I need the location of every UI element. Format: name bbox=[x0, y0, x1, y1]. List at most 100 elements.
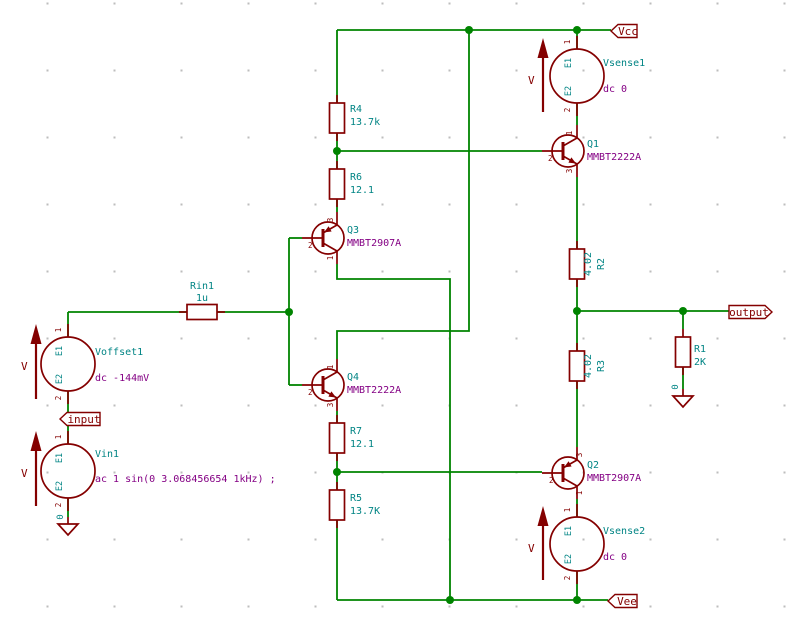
ground-r1[interactable]: 0 bbox=[671, 384, 695, 409]
global-label-vee[interactable]: Vee bbox=[606, 593, 638, 609]
resistor-body bbox=[568, 248, 586, 280]
ref: Vsense1 bbox=[603, 58, 645, 69]
source-body bbox=[40, 336, 96, 392]
value: dc 0 bbox=[603, 84, 627, 95]
ref: R1 bbox=[694, 344, 706, 355]
source-body bbox=[549, 48, 605, 104]
ground-vin1[interactable]: 0 bbox=[56, 514, 80, 537]
value: ac 1 sin(0 3.068456654 1kHz) ; bbox=[95, 474, 276, 485]
label-outline bbox=[728, 304, 774, 320]
voltage-probe-arrow: V bbox=[528, 506, 549, 580]
ref: R2 bbox=[596, 258, 607, 270]
ref: R4 bbox=[350, 104, 362, 115]
pin-number: 1 bbox=[563, 40, 572, 45]
ground-icon bbox=[56, 523, 80, 537]
probe-label: V bbox=[528, 542, 535, 555]
vsource-vin1[interactable]: E1 E2 1 2 Vin1 ac 1 sin(0 3.068456654 1k… bbox=[21, 431, 276, 511]
junction bbox=[573, 307, 581, 315]
resistor-rin1[interactable]: Rin1 1u bbox=[179, 281, 225, 321]
probe-label: V bbox=[528, 74, 535, 87]
label-outline bbox=[609, 23, 638, 39]
transistor-q2[interactable]: 3 2 1 Q2 MMBT2907A bbox=[542, 447, 641, 499]
resistor-r3[interactable]: 4.02 R3 bbox=[568, 343, 608, 389]
ground-net-label: 0 bbox=[56, 514, 66, 519]
resistor-body bbox=[328, 102, 346, 134]
junction bbox=[333, 147, 341, 155]
vsource-vsense2[interactable]: E1 E2 1 2 Vsense2 dc 0 V bbox=[528, 504, 645, 584]
junction bbox=[679, 307, 687, 315]
ref: R6 bbox=[350, 172, 362, 183]
ref: R3 bbox=[596, 360, 607, 372]
global-label-output[interactable]: output bbox=[728, 304, 774, 320]
resistor-body bbox=[328, 168, 346, 200]
value: dc 0 bbox=[603, 552, 627, 563]
ref: Q3 bbox=[347, 225, 359, 236]
pin-name: E1 bbox=[55, 346, 65, 356]
junction-dots bbox=[285, 26, 687, 604]
collector-pin bbox=[562, 477, 578, 499]
value: 4.02 bbox=[583, 252, 594, 276]
pin-number: 1 bbox=[54, 435, 63, 440]
global-label-input[interactable]: input bbox=[58, 411, 101, 427]
pnp-arrow bbox=[324, 226, 332, 233]
pin-number: 1 bbox=[54, 328, 63, 333]
resistor-r1[interactable]: R1 2K bbox=[674, 329, 707, 375]
value: 4.02 bbox=[583, 354, 594, 378]
emitter-pin bbox=[322, 389, 338, 411]
ref: Q2 bbox=[587, 460, 599, 471]
wire-q3-collector-to-vee[interactable] bbox=[336, 264, 451, 600]
resistor-r6[interactable]: R6 12.1 bbox=[328, 161, 375, 207]
ref: Q1 bbox=[587, 139, 599, 150]
ref: Vsense2 bbox=[603, 526, 645, 537]
probe-label: V bbox=[21, 360, 28, 373]
value: MMBT2222A bbox=[587, 152, 641, 163]
pin-name: E2 bbox=[55, 481, 65, 491]
pin-name: E2 bbox=[564, 554, 574, 564]
ref: Vin1 bbox=[95, 449, 119, 460]
pin-number: 1 bbox=[563, 508, 572, 513]
resistor-r7[interactable]: R7 12.1 bbox=[328, 415, 375, 461]
pin-number: 1 bbox=[565, 131, 574, 136]
resistor-body bbox=[186, 303, 218, 321]
value: 13.7K bbox=[350, 506, 380, 517]
pin-name: E1 bbox=[564, 526, 574, 536]
value: dc -144mV bbox=[95, 373, 149, 384]
transistor-q4[interactable]: 1 2 3 Q4 MMBT2222A bbox=[302, 359, 401, 411]
resistor-r4[interactable]: R4 13.7k bbox=[328, 95, 381, 141]
transistor-q1[interactable]: 1 2 3 Q1 MMBT2222A bbox=[542, 125, 641, 177]
pin-number: 1 bbox=[575, 491, 584, 496]
transistor-q3[interactable]: 3 2 1 Q3 MMBT2907A bbox=[302, 212, 401, 264]
vsource-vsense1[interactable]: E1 E2 1 2 Vsense1 dc 0 V bbox=[528, 36, 645, 116]
label-outline bbox=[58, 411, 101, 427]
pin-number: 2 bbox=[308, 241, 313, 250]
pin-number: 3 bbox=[326, 403, 335, 408]
resistor-r5[interactable]: R5 13.7K bbox=[328, 482, 381, 528]
ground-icon bbox=[671, 395, 695, 409]
ground-net-label: 0 bbox=[671, 384, 681, 389]
vsource-voffset1[interactable]: E1 E2 1 2 Voffset1 dc -144mV V bbox=[21, 324, 149, 404]
junction bbox=[573, 26, 581, 34]
pin-number: 1 bbox=[326, 365, 335, 370]
resistor-body bbox=[328, 422, 346, 454]
global-label-vcc[interactable]: Vcc bbox=[609, 23, 638, 39]
junction bbox=[446, 596, 454, 604]
value: 13.7k bbox=[350, 117, 380, 128]
pin-number: 2 bbox=[54, 503, 63, 508]
voltage-probe-arrow: V bbox=[21, 431, 42, 506]
value: MMBT2907A bbox=[587, 473, 641, 484]
pin-number: 2 bbox=[548, 154, 553, 163]
pin-number: 3 bbox=[575, 453, 584, 458]
label-text: Vcc bbox=[618, 25, 638, 38]
pin-name: E1 bbox=[55, 453, 65, 463]
voltage-probe-arrow: V bbox=[528, 38, 549, 112]
emitter-pin bbox=[562, 155, 578, 177]
pin-number: 3 bbox=[565, 169, 574, 174]
value: 12.1 bbox=[350, 185, 374, 196]
label-text: output bbox=[729, 306, 769, 319]
pin-name: E1 bbox=[564, 58, 574, 68]
wire-q4-collector-to-vcc[interactable] bbox=[336, 30, 470, 359]
resistor-r2[interactable]: 4.02 R2 bbox=[568, 241, 608, 287]
ref: Rin1 bbox=[190, 281, 214, 292]
pin-number: 1 bbox=[326, 256, 335, 261]
